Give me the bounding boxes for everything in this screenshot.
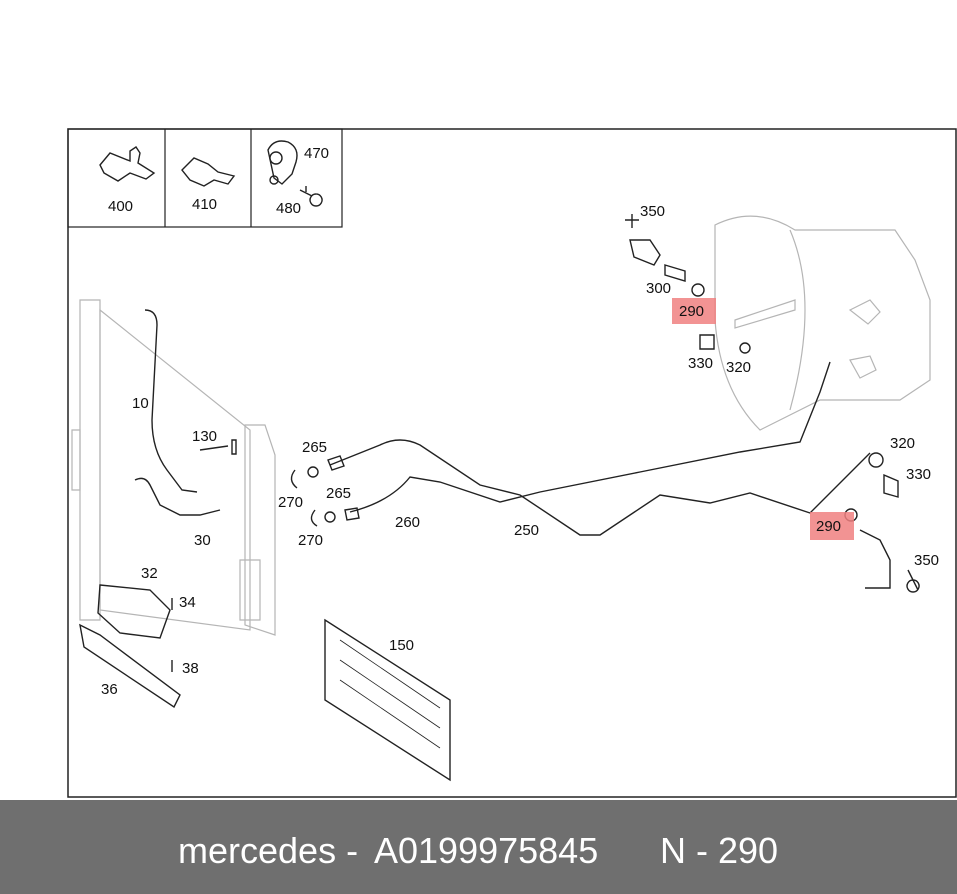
radiator-outline: [71, 299, 276, 636]
callout-410: 410: [192, 196, 217, 213]
pipe-250: [329, 439, 871, 536]
fitting-330b: [883, 473, 899, 498]
bracket-400: [99, 146, 156, 182]
clip-410: [181, 157, 236, 187]
pipe-30: [134, 477, 221, 516]
position-label: N - 290: [660, 830, 779, 871]
bolt-480: [299, 186, 323, 207]
callout-265b: 265: [326, 485, 351, 502]
ring-270a: [307, 466, 319, 478]
oil-cooler-32: [97, 584, 171, 639]
parts-diagram: 400 410 470 480 350 300 290 330 320 10 1…: [67, 128, 957, 798]
callout-320b: 320: [890, 435, 915, 452]
bracket-350a: [629, 239, 661, 266]
transmission-outline: [714, 215, 931, 431]
callout-350a: 350: [640, 203, 665, 220]
pipe-260: [349, 361, 831, 513]
condenser-150: [324, 618, 451, 782]
callout-32: 32: [141, 565, 158, 582]
ring-290a: [691, 283, 705, 297]
ring-320a: [739, 342, 751, 354]
callout-260: 260: [395, 514, 420, 531]
callout-250: 250: [514, 522, 539, 539]
callout-350b: 350: [914, 552, 939, 569]
callout-130: 130: [192, 428, 217, 445]
callout-300: 300: [646, 280, 671, 297]
callout-10: 10: [132, 395, 149, 412]
callout-330a: 330: [688, 355, 713, 372]
callout-470: 470: [304, 145, 329, 162]
footer-bar: mercedes - A0199975845 N - 290: [0, 800, 957, 894]
bolt-130: [199, 439, 237, 455]
clip-270a: [290, 469, 298, 489]
callout-290b: 290: [816, 518, 841, 535]
inset-boxes: [67, 128, 343, 228]
pipe-10: [144, 309, 198, 493]
callout-290a: 290: [679, 303, 704, 320]
callout-270a: 270: [278, 494, 303, 511]
bracket-36: [79, 623, 181, 709]
callout-30: 30: [194, 532, 211, 549]
callout-330b: 330: [906, 466, 931, 483]
pipe-end-right: [859, 529, 891, 589]
ring-320b: [868, 452, 884, 468]
highlight-290a: [672, 298, 716, 324]
callout-400: 400: [108, 198, 133, 215]
clip-270b: [310, 509, 318, 527]
callout-38: 38: [182, 660, 199, 677]
callout-labels: 400 410 470 480 350 300 290 330 320 10 1…: [101, 145, 939, 698]
brand-label: mercedes -: [178, 830, 359, 871]
callout-265a: 265: [302, 439, 327, 456]
callout-34: 34: [179, 594, 196, 611]
callout-36: 36: [101, 681, 118, 698]
bolt-350a: [625, 214, 639, 228]
highlight-290b: [810, 512, 854, 540]
callout-270b: 270: [298, 532, 323, 549]
fitting-265b: [344, 507, 360, 521]
callout-150: 150: [389, 637, 414, 654]
fitting-330a: [699, 334, 715, 350]
part-number: A0199975845: [374, 830, 599, 871]
callout-480: 480: [276, 200, 301, 217]
diagram-frame: [67, 128, 957, 798]
callout-320a: 320: [726, 359, 751, 376]
fitting-265a: [327, 455, 345, 471]
fitting-300: [664, 264, 686, 282]
clamp-470: [267, 140, 298, 185]
bolt-350b: [906, 569, 920, 593]
ring-270b: [324, 511, 336, 523]
